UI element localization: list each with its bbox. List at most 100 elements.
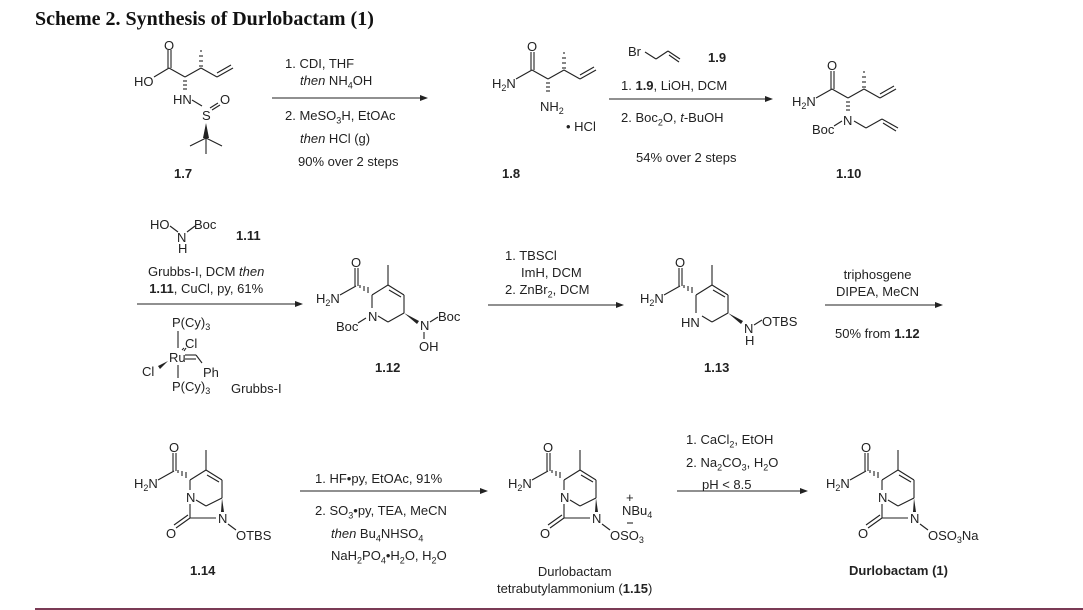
svg-text:Boc: Boc: [438, 309, 461, 324]
svg-text:O: O: [527, 39, 537, 54]
svg-text:O: O: [543, 440, 553, 455]
svg-text:N: N: [744, 321, 753, 336]
svg-text:HN: HN: [173, 92, 192, 107]
structure-1-15: H2N O N O N OSO3 + NBu4: [508, 440, 652, 545]
svg-text:P(Cy)3: P(Cy)3: [172, 315, 210, 332]
reaction-arrow-5[interactable]: [823, 300, 945, 310]
compound-label-durlobactam: Durlobactam (1): [849, 563, 948, 578]
structure-1-13: H2N O HN N H OTBS: [640, 255, 798, 348]
compound-label-1-7: 1.7: [174, 166, 193, 181]
svg-text:Cl: Cl: [142, 364, 154, 379]
bottom-rule: [35, 608, 1083, 610]
structure-durlobactam: H2N O N O N OSO3Na: [826, 440, 979, 545]
compound-label-1-11: 1.11: [236, 228, 261, 243]
step4-conditions: 1. TBSCl ImH, DCM 2. ZnBr2, DCM: [505, 248, 590, 300]
step6-conditions-bottom: 2. SO3•py, TEA, MeCN then Bu4NHSO4 NaH2P…: [315, 503, 447, 566]
svg-text:O: O: [861, 440, 871, 455]
svg-text:O: O: [351, 255, 361, 270]
compound-label-1-10: 1.10: [836, 166, 862, 181]
structure-grubbs-i: P(Cy)3 Cl Ru Ph Cl P(Cy)3: [142, 315, 219, 396]
reaction-arrow-4[interactable]: [486, 300, 626, 310]
svg-text:N: N: [592, 511, 601, 526]
compound-label-1-12: 1.12: [375, 360, 401, 375]
svg-text:OSO3Na: OSO3Na: [928, 528, 979, 545]
compound-label-1-8: 1.8: [502, 166, 521, 181]
svg-text:H2N: H2N: [826, 476, 850, 493]
compound-label-1-15: Durlobactam tetrabutylammonium (1.15): [497, 564, 653, 596]
scheme-title: Scheme 2. Synthesis of Durlobactam (1): [35, 8, 374, 30]
structure-1-14: H2N O N O N OTBS: [134, 440, 272, 543]
svg-text:OH: OH: [419, 339, 439, 354]
step2-conditions-bottom: 2. Boc2O, t-BuOH: [621, 110, 724, 128]
svg-text:N: N: [186, 490, 195, 505]
svg-text:O: O: [540, 526, 550, 541]
reaction-arrow-3[interactable]: [135, 299, 305, 309]
structure-1-10: H2N O N Boc: [792, 58, 899, 137]
structure-1-8: H2N O NH2: [492, 39, 597, 116]
svg-text:H2N: H2N: [134, 476, 158, 493]
svg-text:NBu4: NBu4: [622, 503, 652, 520]
svg-text:O: O: [675, 255, 685, 270]
svg-text:O: O: [858, 526, 868, 541]
svg-text:O: O: [169, 440, 179, 455]
reaction-arrow-7[interactable]: [675, 486, 810, 496]
step3-conditions-top: Grubbs-I, DCM then 1.11, CuCl, py, 61%: [148, 264, 265, 296]
svg-text:HO: HO: [150, 217, 170, 232]
svg-text:Boc: Boc: [812, 122, 835, 137]
step5-yield: 50% from 1.12: [835, 326, 920, 341]
step1-conditions-bottom: 2. MeSO3H, EtOAc then HCl (g) 90% over 2…: [285, 108, 399, 169]
svg-text:S: S: [202, 108, 211, 123]
compound-label-1-14: 1.14: [190, 563, 216, 578]
svg-text:H2N: H2N: [792, 94, 816, 111]
step1-conditions-top: 1. CDI, THF then NH4OH: [285, 56, 373, 91]
svg-text:N: N: [420, 318, 429, 333]
grubbs-label: Grubbs-I: [231, 381, 282, 396]
svg-text:OTBS: OTBS: [236, 528, 272, 543]
svg-text:Br: Br: [628, 44, 642, 59]
structure-1-7: O HO HN S O: [134, 38, 234, 154]
reaction-arrow-1[interactable]: [270, 93, 430, 103]
svg-text:OTBS: OTBS: [762, 314, 798, 329]
reaction-arrow-2[interactable]: [607, 94, 775, 104]
svg-text:O: O: [164, 38, 174, 53]
svg-text:OSO3: OSO3: [610, 528, 644, 545]
svg-text:Cl: Cl: [185, 336, 197, 351]
structure-1-9: Br: [628, 44, 681, 63]
svg-text:H2N: H2N: [508, 476, 532, 493]
svg-text:Boc: Boc: [194, 217, 217, 232]
step2-yield: 54% over 2 steps: [636, 150, 737, 165]
structure-1-11: HO N H Boc: [150, 217, 217, 256]
svg-text:P(Cy)3: P(Cy)3: [172, 379, 210, 396]
svg-text:H: H: [745, 333, 754, 348]
step5-conditions-top: triphosgene DIPEA, MeCN: [836, 267, 920, 299]
svg-text:N: N: [878, 490, 887, 505]
step7-conditions: 1. CaCl2, EtOH 2. Na2CO3, H2O pH < 8.5: [686, 432, 779, 493]
svg-text:N: N: [218, 511, 227, 526]
svg-text:HO: HO: [134, 74, 154, 89]
svg-text:H: H: [178, 241, 187, 256]
step6-conditions-top: 1. HF•py, EtOAc, 91%: [315, 471, 443, 486]
svg-text:+: +: [626, 490, 634, 505]
svg-text:N: N: [843, 113, 852, 128]
svg-text:H2N: H2N: [640, 291, 664, 308]
svg-text:N: N: [910, 511, 919, 526]
svg-text:HN: HN: [681, 315, 700, 330]
structure-1-12: H2N O N Boc N Boc OH: [316, 255, 461, 354]
hcl-salt: • HCl: [566, 119, 596, 134]
svg-text:O: O: [166, 526, 176, 541]
svg-text:O: O: [827, 58, 837, 73]
svg-text:O: O: [220, 92, 230, 107]
svg-text:N: N: [368, 309, 377, 324]
svg-text:NH2: NH2: [540, 99, 564, 116]
svg-text:Ru: Ru: [169, 350, 186, 365]
reaction-arrow-6[interactable]: [298, 486, 490, 496]
compound-label-1-9: 1.9: [708, 50, 727, 65]
svg-text:N: N: [177, 230, 186, 245]
svg-text:N: N: [560, 490, 569, 505]
svg-text:Ph: Ph: [203, 365, 219, 380]
svg-text:H2N: H2N: [316, 291, 340, 308]
compound-label-1-13: 1.13: [704, 360, 730, 375]
svg-text:H2N: H2N: [492, 76, 516, 93]
step2-conditions-top: 1. 1.9, LiOH, DCM: [621, 78, 728, 93]
svg-text:Boc: Boc: [336, 319, 359, 334]
